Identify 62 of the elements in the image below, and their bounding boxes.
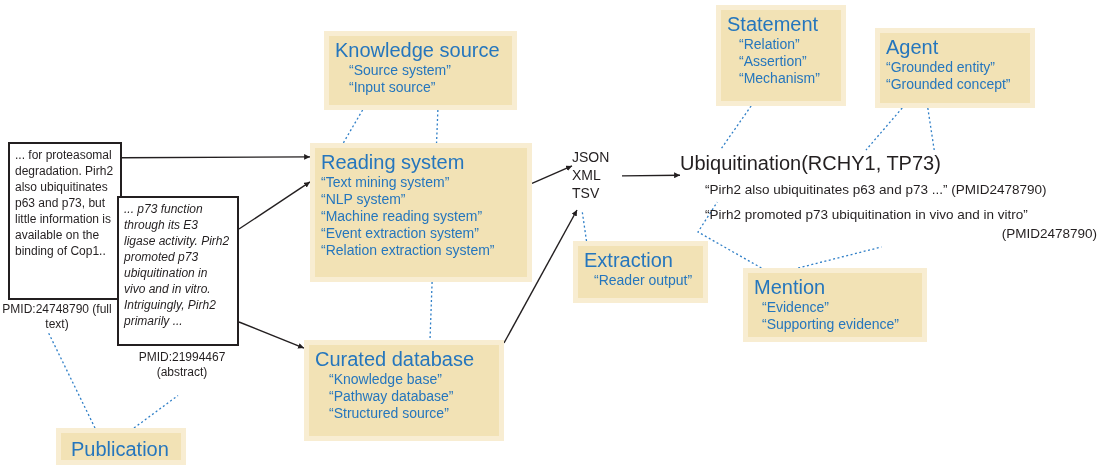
- format-label: XML: [572, 166, 602, 184]
- connector-line: [435, 109, 439, 144]
- connector-line: [697, 201, 763, 269]
- format-label: TSV: [572, 184, 601, 202]
- connector-line: [429, 281, 433, 341]
- concept-box: [310, 143, 532, 282]
- document-excerpt-box: [8, 142, 122, 300]
- document-excerpt-box: [117, 196, 239, 346]
- arrow: [238, 321, 305, 349]
- connector-line: [865, 107, 903, 151]
- synonym-text: “Relation extraction system”: [321, 242, 496, 259]
- box-heading: Statement: [727, 12, 820, 36]
- synonym-text: “Mechanism”: [738, 70, 821, 87]
- arrow: [621, 172, 681, 179]
- arrow: [121, 154, 311, 160]
- synonym-text: “Input source”: [348, 79, 437, 96]
- concept-box: [304, 340, 504, 441]
- arrow: [503, 209, 578, 344]
- box-heading: Agent: [886, 35, 940, 59]
- connector-line: [133, 394, 179, 429]
- box-heading: Mention: [754, 275, 827, 299]
- connector-line: [581, 209, 588, 242]
- concept-box: [716, 5, 846, 106]
- source-caption: PMID:24748790 (full text): [2, 302, 112, 332]
- box-heading: Extraction: [584, 248, 674, 272]
- synonym-text: “Supporting evidence”: [761, 316, 900, 333]
- synonym-text: “Grounded entity”: [886, 59, 996, 76]
- synonym-text: “NLP system”: [321, 191, 407, 208]
- connector-line: [342, 109, 364, 144]
- arrow: [531, 165, 573, 184]
- concept-box: [875, 28, 1035, 108]
- evidence-text: “Pirh2 also ubiquitinates p63 and p73 ...” (PMID2478790): [705, 180, 1114, 199]
- excerpt-text: ... p73 function through its E3 ligase activity. Pirh2 promoted p73 ubiquitination in vivo and in vitro. Intriguingly, Pirh2 primarily ...: [124, 201, 231, 329]
- concept-box: [573, 241, 708, 303]
- box-heading: Knowledge source: [335, 38, 501, 62]
- connector-line: [927, 107, 935, 151]
- connector-line: [719, 105, 752, 151]
- connector-line: [47, 330, 96, 429]
- synonym-text: “Structured source”: [328, 405, 450, 422]
- source-caption: PMID:21994467 (abstract): [137, 350, 227, 380]
- synonym-text: “Knowledge base”: [328, 371, 443, 388]
- synonym-text: “Machine reading system”: [321, 208, 484, 225]
- synonym-text: “Source system”: [348, 62, 452, 79]
- synonym-text: “Evidence”: [761, 299, 830, 316]
- statement-text: Ubiquitination(RCHY1, TP73): [680, 150, 990, 176]
- synonym-text: “Relation”: [738, 36, 801, 53]
- concept-box: [743, 268, 927, 342]
- concept-box: [324, 31, 517, 110]
- concept-box: [56, 428, 186, 465]
- synonym-text: “Event extraction system”: [321, 225, 480, 242]
- box-heading: Curated database: [315, 347, 475, 371]
- box-heading: Publication: [71, 437, 170, 461]
- synonym-text: “Pathway database”: [328, 388, 455, 405]
- evidence-text: “Pirh2 promoted p73 ubiquitination in vivo and in vitro” (PMID2478790): [705, 205, 1097, 243]
- synonym-text: “Grounded concept”: [886, 76, 1012, 93]
- synonym-text: “Text mining system”: [321, 174, 451, 191]
- excerpt-text: ... for proteasomal degradation. Pirh2 also ubiquitinates p63 and p73, but little information is available on the binding of Cop1..: [15, 147, 115, 259]
- format-label: JSON: [572, 148, 611, 166]
- synonym-text: “Reader output”: [593, 272, 694, 289]
- box-heading: Reading system: [321, 150, 466, 174]
- arrow: [238, 181, 311, 230]
- synonym-text: “Assertion”: [738, 53, 808, 70]
